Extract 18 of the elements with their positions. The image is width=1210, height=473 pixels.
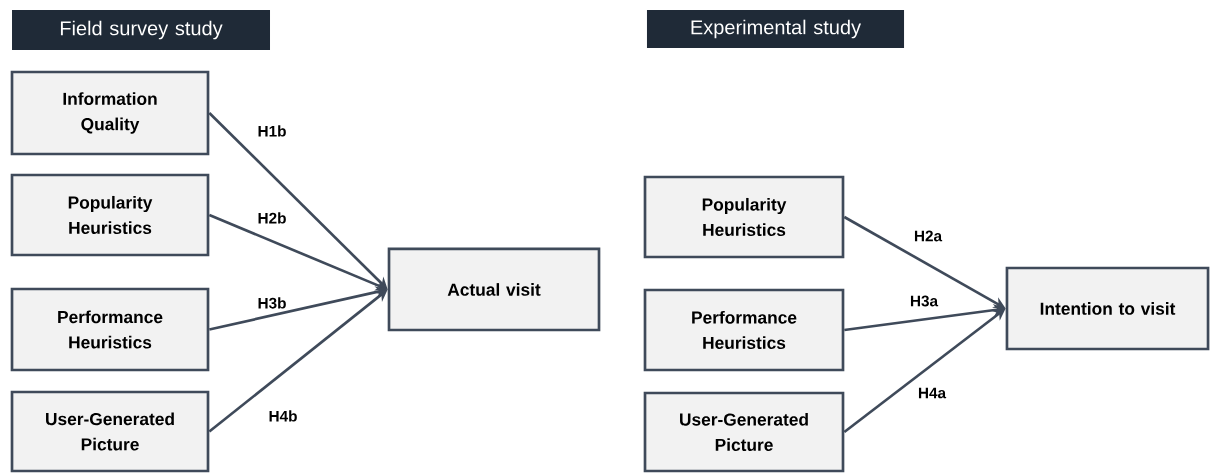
variable-box: Information Quality [10, 70, 210, 156]
variable-box: Performance Heuristics [10, 287, 210, 372]
edge-label: H2b [256, 211, 288, 225]
edge-label: H3b [256, 296, 288, 310]
variable-box: Popularity Heuristics [643, 175, 845, 259]
heading-banner: Experimental study [646, 10, 905, 48]
variable-box: Popularity Heuristics [10, 173, 210, 257]
variable-box: Performance Heuristics [643, 288, 845, 372]
edge-label: H3a [908, 294, 940, 308]
heading-banner: Field survey study [12, 10, 270, 50]
edge-label: H1b [256, 124, 288, 138]
variable-box: User-Generated Picture [10, 390, 210, 473]
edge-label: H2a [912, 229, 944, 243]
variable-box: User-Generated Picture [643, 391, 845, 473]
edge-label: H4a [916, 386, 948, 400]
variable-box: Actual visit [387, 247, 601, 332]
edge-label: H4b [267, 409, 299, 423]
variable-box: Intention to visit [1005, 266, 1210, 351]
